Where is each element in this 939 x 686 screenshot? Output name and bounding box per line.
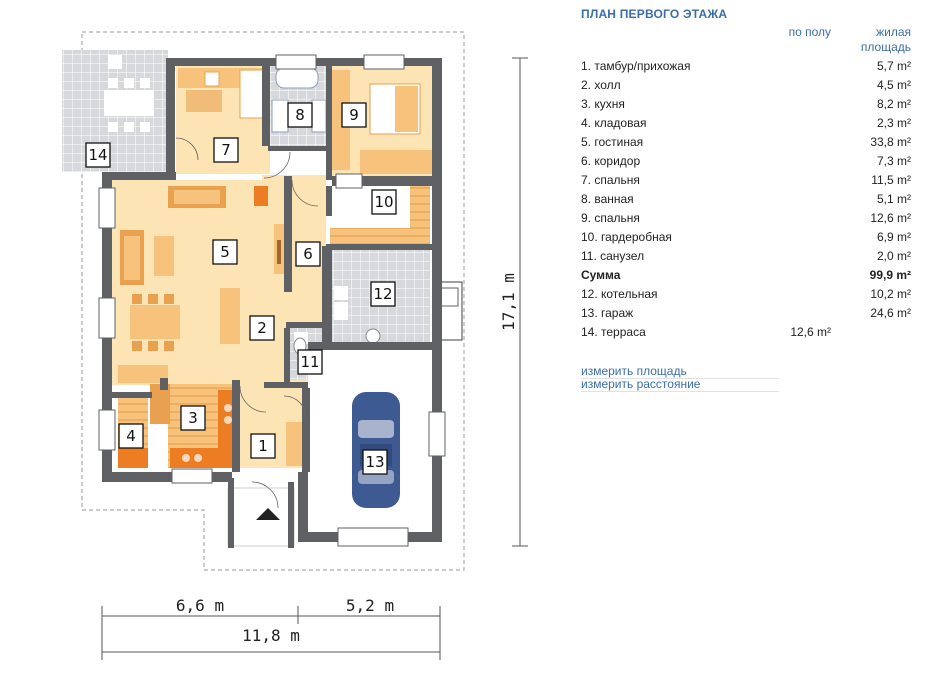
svg-text:1: 1 <box>258 437 268 455</box>
door-swings <box>175 137 319 509</box>
room-label-10: 10 <box>371 189 397 215</box>
room-label-9: 9 <box>341 102 367 128</box>
living-area-value: 2,3 m² <box>876 116 911 130</box>
room-name: 9. спальня <box>581 211 640 225</box>
panel-title: ПЛАН ПЕРВОГО ЭТАЖА <box>581 7 728 21</box>
svg-text:11: 11 <box>300 353 319 371</box>
table-row: 3. кухня 8,2 m² <box>581 95 911 114</box>
svg-text:10: 10 <box>374 193 393 211</box>
site-outline <box>81 31 465 571</box>
svg-text:8: 8 <box>295 106 305 124</box>
table-row: 1. тамбур/прихожая 5,7 m² <box>581 57 911 76</box>
table-row: 12. котельная 10,2 m² <box>581 285 911 304</box>
table-row: 7. спальня 11,5 m² <box>581 171 911 190</box>
svg-text:2: 2 <box>257 319 267 337</box>
table-row: 14. терраса 12,6 m² <box>581 323 911 342</box>
living-area-value: 2,0 m² <box>876 249 911 263</box>
svg-text:7: 7 <box>221 141 231 159</box>
dim-left-width: 6,6 m <box>176 596 224 615</box>
room-name: 7. спальня <box>581 173 640 187</box>
room-name: 12. котельная <box>581 287 658 301</box>
dim-right-width: 5,2 m <box>346 596 394 615</box>
living-area-value: 7,3 m² <box>876 154 911 168</box>
room-name: 4. кладовая <box>581 116 647 130</box>
room-name: 14. терраса <box>581 325 646 339</box>
room-name: 8. ванная <box>581 192 634 206</box>
living-area-value: 11,5 m² <box>871 173 911 187</box>
room-label-2: 2 <box>249 315 275 341</box>
entrance-arrow-icon <box>256 508 280 520</box>
room-label-8: 8 <box>287 102 313 128</box>
living-area-value: 5,1 m² <box>876 192 911 206</box>
room-label-14: 14 <box>85 142 111 168</box>
room-label-12: 12 <box>370 281 396 307</box>
living-area-value: 12,6 m² <box>870 211 911 225</box>
column-header-living: жилая площадь <box>860 25 911 54</box>
living-area-value: 8,2 m² <box>876 97 911 111</box>
fireplace <box>254 186 268 206</box>
room-name: 13. гараж <box>581 306 634 320</box>
room-name: 11. санузел <box>581 249 645 263</box>
table-row: 2. холл 4,5 m² <box>581 76 911 95</box>
room-label-5: 5 <box>212 239 238 265</box>
room-label-1: 1 <box>250 433 276 459</box>
room-label-3: 3 <box>180 405 206 431</box>
room-label-11: 11 <box>297 349 323 375</box>
table-row: 11. санузел 2,0 m² <box>581 247 911 266</box>
living-area-value: 33,8 m² <box>870 135 911 149</box>
measure-distance-link[interactable]: измерить расстояние <box>581 377 779 392</box>
living-area-value: 6,9 m² <box>876 230 911 244</box>
room-label-4: 4 <box>118 423 144 449</box>
svg-text:4: 4 <box>126 427 136 445</box>
bathtub <box>275 67 319 89</box>
room-label-6: 6 <box>295 241 321 267</box>
dining-chairs <box>132 294 174 351</box>
dim-total-width: 11,8 m <box>242 626 300 645</box>
living-area-value: 5,7 m² <box>876 59 911 73</box>
svg-text:12: 12 <box>373 285 392 303</box>
floor-area: 12,6 m² <box>790 325 831 339</box>
svg-text:6: 6 <box>303 245 313 263</box>
dining-table <box>130 305 180 339</box>
terrace-chairs <box>108 78 150 132</box>
svg-text:3: 3 <box>188 409 198 427</box>
column-header-floor: по полу <box>788 25 831 39</box>
room-name: 3. кухня <box>581 97 625 111</box>
room-label-13: 13 <box>362 449 388 475</box>
room-name: 2. холл <box>581 78 621 92</box>
table-row: Сумма 99,9 m² <box>581 266 911 285</box>
room-label-7: 7 <box>213 137 239 163</box>
room-name: 10. гардеробная <box>581 230 672 244</box>
dimension-lines <box>101 57 528 660</box>
table-row: 5. гостиная 33,8 m² <box>581 133 911 152</box>
svg-text:14: 14 <box>88 146 107 164</box>
measure-area-link[interactable]: измерить площадь <box>581 364 779 379</box>
kitchen-island <box>220 288 240 344</box>
table-row: 4. кладовая 2,3 m² <box>581 114 911 133</box>
svg-text:5: 5 <box>220 243 230 261</box>
living-area-value: 10,2 m² <box>870 287 911 301</box>
coffee-table <box>154 236 174 276</box>
table-row: 10. гардеробная 6,9 m² <box>581 228 911 247</box>
svg-text:13: 13 <box>365 453 384 471</box>
living-area-value: 24,6 m² <box>870 306 911 320</box>
dim-depth: 17,1 m <box>499 273 518 331</box>
table-row: 13. гараж 24,6 m² <box>581 304 911 323</box>
living-area-value: 99,9 m² <box>869 268 911 282</box>
room-name: 5. гостиная <box>581 135 644 149</box>
table-row: 6. коридор 7,3 m² <box>581 152 911 171</box>
room-name: 6. коридор <box>581 154 641 168</box>
terrace-table <box>104 90 154 116</box>
room-name: 1. тамбур/прихожая <box>581 59 691 73</box>
room-name: Сумма <box>581 268 621 282</box>
windows <box>98 54 446 547</box>
svg-text:9: 9 <box>349 106 359 124</box>
table-row: 8. ванная 5,1 m² <box>581 190 911 209</box>
table-row: 9. спальня 12,6 m² <box>581 209 911 228</box>
living-area-value: 4,5 m² <box>876 78 911 92</box>
